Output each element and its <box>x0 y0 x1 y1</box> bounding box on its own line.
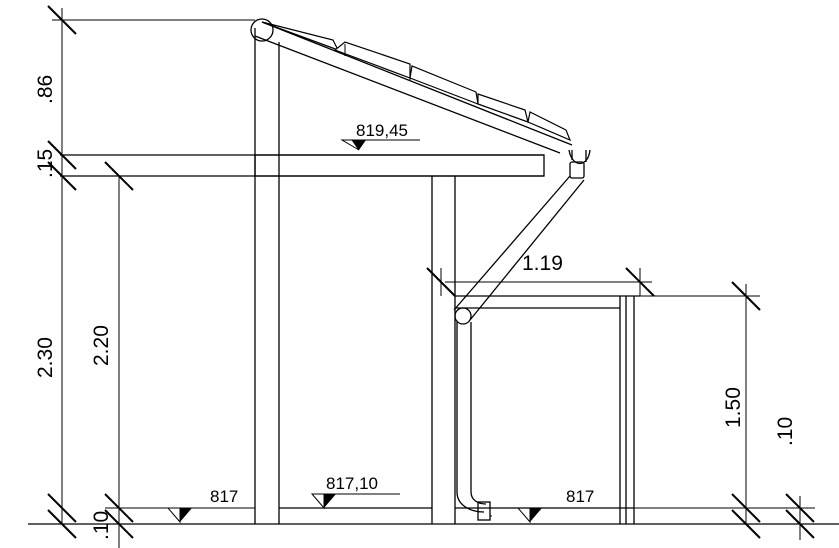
dim-lines-left <box>47 5 255 548</box>
gutter-downpipe <box>453 149 591 521</box>
level-label-ground-right: 817 <box>566 487 594 506</box>
dim-base-left: .10 <box>90 511 113 540</box>
dim-enclosure-height: 1.50 <box>722 387 745 428</box>
dim-roof-rise: .86 <box>34 75 57 104</box>
right-enclosure <box>455 295 760 524</box>
dim-total-height: 2.30 <box>34 337 57 378</box>
dim-base-right: .10 <box>774 417 797 446</box>
left-wall <box>254 28 280 524</box>
level-marker-slab: 819,45 <box>340 121 420 151</box>
level-label-ground-left: 817 <box>210 487 238 506</box>
dim-span: 1.19 <box>522 252 563 275</box>
level-marker-ground-left: 817 <box>165 487 250 524</box>
level-marker-ground-right: 817 <box>516 487 604 524</box>
dim-clear-height: 2.20 <box>90 325 113 366</box>
roof <box>250 18 573 154</box>
level-marker-floor: 817,10 <box>310 474 400 510</box>
dim-slab-thickness: .15 <box>34 149 57 178</box>
dim-lines-right <box>426 267 815 540</box>
level-label-slab: 819,45 <box>356 121 408 140</box>
concrete-slab <box>60 154 545 177</box>
level-label-floor: 817,10 <box>326 474 378 493</box>
center-column <box>431 176 456 524</box>
